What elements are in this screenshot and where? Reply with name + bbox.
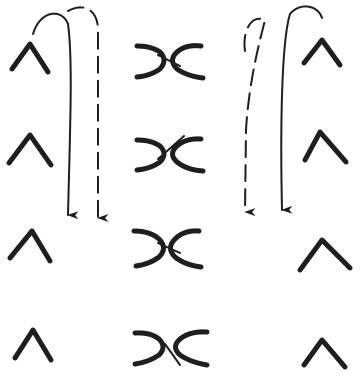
caret-icon <box>12 44 48 72</box>
caret-icon <box>15 330 51 360</box>
caret-icon <box>10 231 50 261</box>
caret-icon <box>304 340 345 367</box>
caret-icon <box>305 132 346 162</box>
caret-icon <box>304 40 340 65</box>
caret-icon <box>300 240 350 270</box>
left-dashed-arrow <box>68 7 98 218</box>
crossed-arcs-icon <box>137 136 203 171</box>
crossed-arcs-icon <box>134 231 201 267</box>
right-caret-column <box>300 40 350 367</box>
crossed-arcs-icon <box>135 332 207 365</box>
middle-crossed-arcs-column <box>134 46 207 365</box>
right-solid-arrow <box>281 6 322 210</box>
right-dashed-arrow <box>244 19 265 212</box>
flow-arrows <box>33 6 322 218</box>
caret-icon <box>9 135 51 165</box>
left-caret-column <box>9 44 51 360</box>
left-solid-arrow <box>33 14 71 215</box>
crossed-arcs-icon <box>137 46 203 78</box>
